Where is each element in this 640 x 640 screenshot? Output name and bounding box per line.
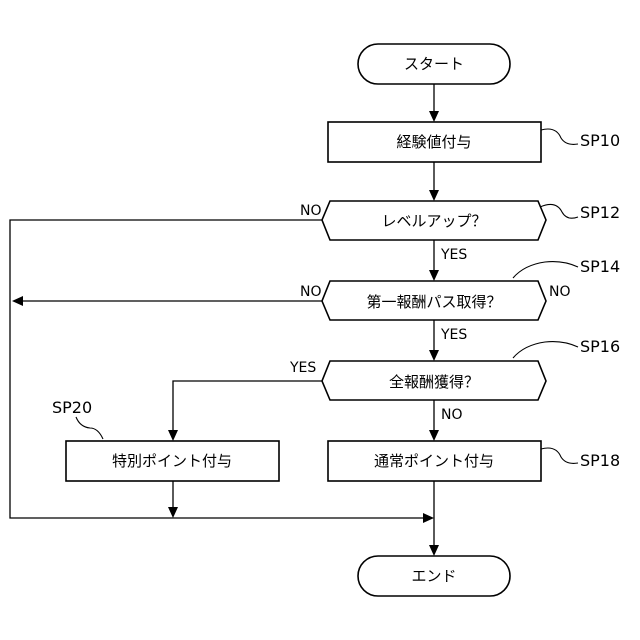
sp20-leader — [76, 417, 103, 439]
all-rewards-decision: 全報酬獲得？ — [322, 361, 546, 400]
special-points-box: 特別ポイント付与 — [66, 441, 279, 481]
first-reward-decision: 第一報酬パス取得？ — [322, 281, 546, 320]
start-label: スタート — [404, 55, 464, 73]
level-up-decision: レベルアップ？ — [322, 201, 546, 240]
first-reward-label: 第一報酬パス取得？ — [366, 293, 501, 311]
sp14-ref: SP14 — [580, 257, 620, 276]
sp18-leader — [541, 448, 578, 463]
sp18-ref: SP18 — [580, 451, 620, 470]
first-reward-no-right-label: NO — [549, 284, 571, 300]
normal-points-box: 通常ポイント付与 — [328, 441, 541, 481]
sp12-ref: SP12 — [580, 203, 620, 222]
sp10-leader — [541, 129, 578, 144]
first-reward-no-left-label: NO — [300, 284, 322, 300]
level-up-label: レベルアップ？ — [381, 212, 486, 230]
sp20-ref: SP20 — [52, 398, 92, 417]
grant-exp-box: 経験値付与 — [328, 122, 541, 162]
sp16-leader — [513, 342, 578, 358]
sp16-ref: SP16 — [580, 337, 620, 356]
end-terminal: エンド — [358, 556, 510, 596]
all-rewards-label: 全報酬獲得？ — [389, 373, 479, 391]
grant-exp-label: 経験値付与 — [396, 133, 471, 151]
sp12-leader — [540, 204, 578, 218]
level-up-no-label: NO — [300, 203, 322, 219]
end-label: エンド — [411, 567, 456, 585]
special-points-label: 特別ポイント付与 — [112, 452, 232, 470]
sp14-leader — [513, 262, 578, 278]
level-up-yes-label: YES — [440, 247, 467, 263]
sp10-ref: SP10 — [580, 131, 620, 150]
start-terminal: スタート — [358, 44, 510, 84]
first-reward-yes-label: YES — [440, 327, 467, 343]
all-rewards-yes-label: YES — [289, 360, 316, 376]
all-rewards-no-label: NO — [441, 407, 463, 423]
normal-points-label: 通常ポイント付与 — [374, 452, 494, 470]
